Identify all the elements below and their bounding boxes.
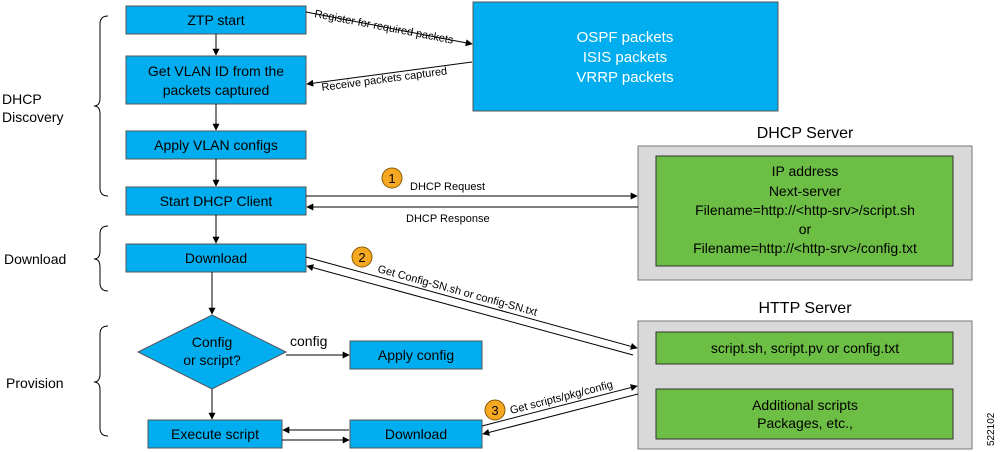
phase-discovery-line2: Discovery bbox=[2, 109, 63, 125]
start-dhcp-label: Start DHCP Client bbox=[160, 193, 273, 209]
ospf-packets-label: OSPF packets bbox=[577, 29, 674, 46]
get-vlan-box bbox=[125, 55, 307, 105]
apply-config-box bbox=[349, 340, 483, 370]
dhcp-line-or: or bbox=[799, 221, 812, 237]
config-branch-label: config bbox=[290, 333, 327, 349]
figure-id: 522102 bbox=[986, 412, 997, 446]
dhcp-line-filename-config: Filename=http://<http-srv>/config.txt bbox=[693, 240, 917, 256]
get-scripts-label: Get scripts/pkg/config bbox=[509, 379, 614, 417]
download-2-label: Download bbox=[385, 426, 447, 442]
download-bracket bbox=[93, 225, 109, 292]
get-vlan-label-line1: Get VLAN ID from the bbox=[148, 63, 284, 79]
register-packets-label: Register for required packets bbox=[313, 8, 454, 47]
download-1-label: Download bbox=[185, 250, 247, 266]
dhcp-request-label: DHCP Request bbox=[410, 181, 485, 193]
step-1-badge bbox=[381, 167, 403, 189]
phase-discovery-line1: DHCP bbox=[2, 91, 42, 107]
download-box-2 bbox=[349, 419, 483, 449]
dhcp-server-title: DHCP Server bbox=[757, 125, 854, 142]
http-additional-line1: Additional scripts bbox=[752, 397, 858, 413]
decision-label-line1: Config bbox=[192, 334, 232, 350]
phase-provision-label: Provision bbox=[6, 375, 64, 391]
arrow-receive-packets bbox=[306, 61, 473, 87]
apply-vlan-label: Apply VLAN configs bbox=[154, 137, 278, 153]
decision-label-line2: or script? bbox=[183, 352, 241, 368]
arrow-get-config-request bbox=[305, 256, 638, 350]
captured-packets-box bbox=[472, 1, 779, 112]
apply-vlan-box bbox=[125, 130, 307, 160]
step-3-badge-label: 3 bbox=[491, 403, 498, 418]
http-server-title: HTTP Server bbox=[758, 300, 852, 317]
ztp-start-label: ZTP start bbox=[187, 12, 244, 28]
http-additional-item-box bbox=[655, 388, 954, 440]
download-box-1 bbox=[125, 243, 307, 273]
execute-script-label: Execute script bbox=[171, 426, 259, 442]
http-additional-line2: Packages, etc., bbox=[757, 415, 853, 431]
dhcp-line-next-server: Next-server bbox=[769, 183, 842, 199]
discovery-bracket bbox=[93, 15, 109, 197]
step-2-badge bbox=[351, 246, 373, 268]
arrow-get-config-response bbox=[306, 264, 634, 356]
phase-download-label: Download bbox=[4, 251, 66, 267]
dhcp-response-label: DHCP Response bbox=[406, 213, 490, 225]
dhcp-server-content bbox=[655, 155, 954, 267]
apply-config-label: Apply config bbox=[378, 347, 454, 363]
isis-packets-label: ISIS packets bbox=[583, 49, 667, 66]
arrow-get-scripts-response bbox=[482, 393, 639, 436]
ztp-start-box bbox=[125, 5, 307, 35]
start-dhcp-box bbox=[125, 186, 307, 216]
step-3-badge bbox=[484, 399, 506, 421]
receive-packets-label: Receive packets captured bbox=[321, 65, 448, 94]
step-2-badge-label: 2 bbox=[358, 250, 365, 265]
vrrp-packets-label: VRRP packets bbox=[576, 69, 673, 86]
get-vlan-label-line2: packets captured bbox=[163, 82, 270, 98]
step-1-badge-label: 1 bbox=[388, 171, 395, 186]
dhcp-line-ip-address: IP address bbox=[772, 163, 839, 179]
execute-script-box bbox=[147, 419, 283, 449]
provision-bracket bbox=[93, 325, 109, 437]
http-script-item-label: script.sh, script.pv or config.txt bbox=[711, 340, 899, 356]
arrow-register-packets bbox=[305, 11, 473, 47]
dhcp-line-filename-script: Filename=http://<http-srv>/script.sh bbox=[695, 202, 915, 218]
http-script-item-box bbox=[655, 331, 954, 365]
arrow-get-scripts-request bbox=[481, 384, 638, 427]
